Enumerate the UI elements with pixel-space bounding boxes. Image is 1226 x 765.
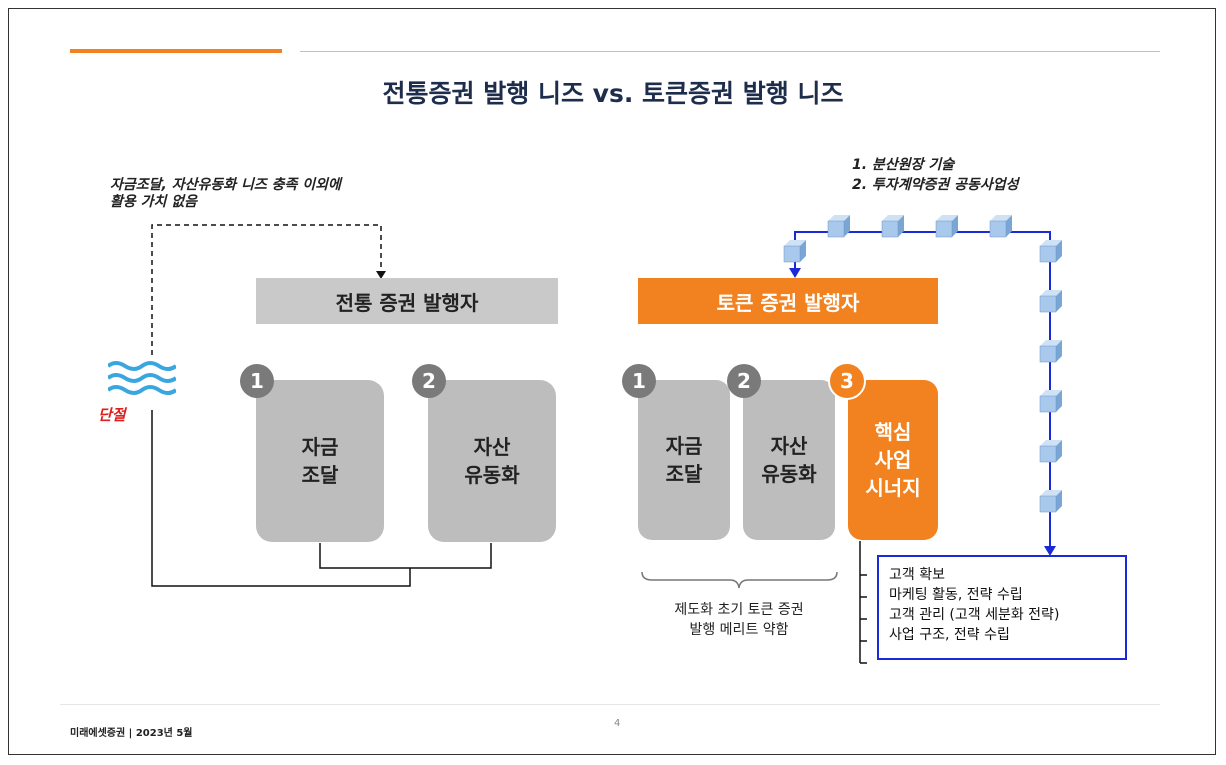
left-note-line: 자금조달, 자산유동화 니즈 충족 이외에 xyxy=(110,177,341,193)
box-line: 사업 xyxy=(874,448,912,472)
traditional-issuer-bar: 전통 증권 발행자 xyxy=(256,278,558,324)
block-cube-icon xyxy=(1039,290,1062,313)
block-cube-icon xyxy=(881,215,904,238)
tech-note-line: 2. 투자계약증권 공동사업성 xyxy=(852,177,1019,193)
list-item: 사업 구조, 전략 수립 xyxy=(889,627,1010,643)
wave-icon xyxy=(108,361,176,395)
merit-line: 발행 메리트 약함 xyxy=(689,622,789,638)
list-item: 고객 관리 (고객 세분화 전략) xyxy=(889,607,1060,623)
box-line: 자산 xyxy=(473,435,511,459)
block-cube-icon xyxy=(989,215,1012,238)
tech-note-line: 1. 분산원장 기술 xyxy=(852,157,955,173)
number-badge: 1 xyxy=(240,364,274,398)
list-item: 마케팅 활동, 전략 수립 xyxy=(889,587,1023,603)
footer-divider xyxy=(60,704,1160,705)
number-badge: 1 xyxy=(622,364,656,398)
box-line: 조달 xyxy=(301,463,339,487)
block-cube-icon xyxy=(1039,240,1062,263)
box-line: 자산 xyxy=(770,434,808,458)
merit-note: 제도화 초기 토큰 증권 발행 메리트 약함 xyxy=(640,600,838,640)
list-item: 고객 확보 xyxy=(889,567,945,583)
slide-frame xyxy=(8,8,1216,755)
number-badge: 2 xyxy=(727,364,761,398)
box-line: 조달 xyxy=(665,462,703,486)
block-cube-icon xyxy=(783,240,806,263)
box-line: 핵심 xyxy=(874,420,912,444)
accent-line-thin xyxy=(300,51,1160,52)
box-line: 유동화 xyxy=(464,463,520,487)
box-line: 유동화 xyxy=(761,462,817,486)
token-issuer-bar: 토큰 증권 발행자 xyxy=(638,278,938,324)
box-line: 자금 xyxy=(301,435,339,459)
synergy-list: 고객 확보 마케팅 활동, 전략 수립 고객 관리 (고객 세분화 전략) 사업… xyxy=(877,555,1127,660)
block-cube-icon xyxy=(935,215,958,238)
footer-text: 미래에셋증권 | 2023년 5월 xyxy=(70,728,193,739)
number-badge: 3 xyxy=(828,362,866,400)
number-badge: 2 xyxy=(412,364,446,398)
block-cube-icon xyxy=(1039,490,1062,513)
disconnect-label: 단절 xyxy=(98,406,126,424)
block-cube-icon xyxy=(1039,390,1062,413)
slide-title: 전통증권 발행 니즈 vs. 토큰증권 발행 니즈 xyxy=(382,79,844,108)
box-line: 자금 xyxy=(665,434,703,458)
left-note: 자금조달, 자산유동화 니즈 충족 이외에 활용 가치 없음 xyxy=(110,177,341,211)
accent-line-orange xyxy=(70,49,282,53)
page-number: 4 xyxy=(614,718,621,729)
merit-line: 제도화 초기 토큰 증권 xyxy=(674,602,804,618)
box-line: 시너지 xyxy=(865,476,921,500)
block-cube-icon xyxy=(1039,440,1062,463)
block-cube-icon xyxy=(1039,340,1062,363)
tech-notes: 1. 분산원장 기술 2. 투자계약증권 공동사업성 xyxy=(852,155,1019,195)
left-note-line: 활용 가치 없음 xyxy=(110,194,198,210)
block-cube-icon xyxy=(827,215,850,238)
